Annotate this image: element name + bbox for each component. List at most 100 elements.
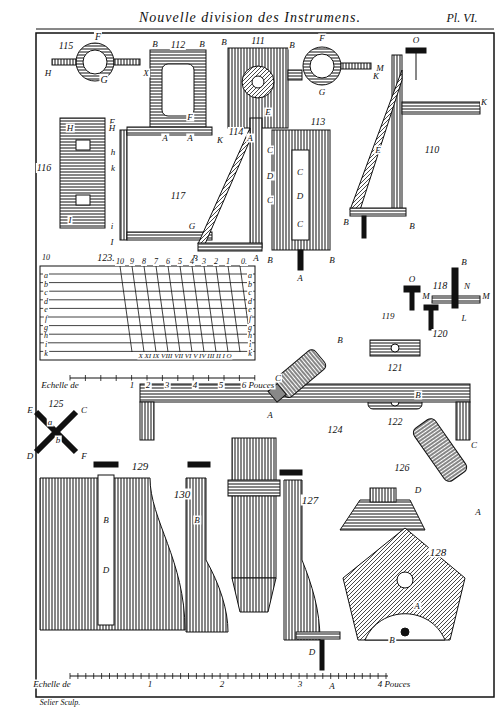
callout-letter: a <box>47 418 54 427</box>
callout-letter: D <box>26 452 35 461</box>
callout-letter: A <box>252 254 260 263</box>
engraved-line <box>259 673 260 679</box>
callout-letter: F <box>186 113 194 122</box>
callout-letter: H <box>108 124 117 133</box>
callout-letter: f <box>248 315 252 323</box>
figure-number: 121 <box>387 363 404 373</box>
callout-letter: F <box>318 34 326 43</box>
callout-letter: B <box>102 516 110 525</box>
engraved-line <box>172 673 173 679</box>
callout-letter: b <box>55 436 62 445</box>
engraved-line <box>117 673 118 679</box>
callout-letter: C <box>296 220 304 229</box>
figure-number: 128 <box>429 547 448 558</box>
callout-letter: B <box>220 38 228 47</box>
callout-letter: G <box>318 88 327 97</box>
engraved-line <box>132 266 144 352</box>
callout-letter: 2 <box>213 258 219 266</box>
callout-letter: b <box>247 281 253 289</box>
engraved-line <box>307 673 308 679</box>
callout-letter: A <box>246 134 254 143</box>
figure-number: 112 <box>170 40 186 50</box>
callout-letter: a <box>247 272 253 280</box>
engraved-line <box>208 375 209 381</box>
callout-letter: E <box>374 146 382 155</box>
callout-letter: e <box>247 306 253 314</box>
figure-number: 119 <box>381 312 396 321</box>
callout-letter: 10 <box>115 258 125 266</box>
callout-letter: B <box>336 336 344 345</box>
callout-letter: F <box>94 32 102 42</box>
callout-letter: D <box>266 172 275 181</box>
callout-letter: H <box>44 69 53 78</box>
engraved-line <box>220 673 221 679</box>
callout-letter: O <box>408 275 417 284</box>
callout-letter: B <box>151 40 159 49</box>
callout-letter: b <box>43 281 49 289</box>
engraved-line <box>291 673 292 679</box>
figure-number: 130 <box>173 489 192 500</box>
engraved-line <box>156 266 168 352</box>
plate-title: Nouvelle division des Instrumens. <box>139 10 361 26</box>
engraved-line <box>164 673 165 679</box>
callout-letter: k <box>110 164 116 173</box>
callout-letter: A <box>474 508 482 517</box>
callout-letter: E <box>26 406 34 415</box>
engraved-line <box>362 673 363 679</box>
figure-number: 129 <box>131 461 150 472</box>
callout-letter: 4 <box>189 258 195 266</box>
engraved-line <box>40 325 255 326</box>
callout-letter: B <box>193 516 201 525</box>
callout-letter: N <box>463 282 471 291</box>
engraved-line <box>196 673 197 679</box>
callout-letter: i <box>44 341 48 349</box>
callout-letter: 3 <box>201 258 207 266</box>
figure-number: 117 <box>170 191 186 201</box>
callout-letter: B <box>414 391 422 400</box>
callout-letter: i <box>110 222 115 231</box>
engraved-line <box>235 673 236 679</box>
engraved-line <box>378 673 379 679</box>
callout-letter: Echelle de <box>32 680 72 689</box>
engraved-line <box>156 673 157 679</box>
callout-letter: D <box>308 648 317 657</box>
engraved-line <box>275 673 276 679</box>
figure-number: 125 <box>48 399 65 409</box>
engraved-line <box>216 266 228 352</box>
callout-letter: C <box>296 168 304 177</box>
engraved-line <box>180 673 181 679</box>
callout-letter: B <box>266 256 274 265</box>
callout-letter: 3 <box>164 381 171 390</box>
figure-number: 120 <box>432 329 449 339</box>
engraved-line <box>283 673 284 679</box>
engraved-line <box>101 673 102 679</box>
engraved-line <box>40 299 255 300</box>
callout-letter: h <box>110 148 117 157</box>
engraved-line <box>125 673 126 679</box>
engraved-line <box>188 673 189 679</box>
callout-letter: B <box>288 41 296 50</box>
callout-letter: 1 <box>225 258 231 266</box>
callout-letter: B <box>328 256 336 265</box>
callout-letter: 5 <box>218 381 225 390</box>
figure-number: 118 <box>432 281 448 291</box>
engraved-line <box>177 375 178 381</box>
callout-letter: Selier Sculp. <box>39 699 81 707</box>
engraved-line <box>228 266 240 352</box>
engraved-line <box>180 266 192 352</box>
callout-letter: 2 <box>145 381 152 390</box>
callout-letter: M <box>481 292 491 301</box>
callout-letter: 6 Pouces <box>241 381 276 390</box>
callout-letter: 1 <box>129 381 136 390</box>
engraved-line <box>354 673 355 679</box>
callout-letter: g <box>43 324 49 332</box>
callout-letter: 1 <box>147 680 154 689</box>
engraved-line <box>40 334 255 335</box>
callout-letter: c <box>247 289 253 297</box>
callout-letter: D <box>414 486 423 495</box>
callout-letter: 9 <box>129 258 135 266</box>
callout-letter: G <box>99 75 108 85</box>
engraved-line <box>162 375 163 381</box>
engraved-line <box>338 673 339 679</box>
